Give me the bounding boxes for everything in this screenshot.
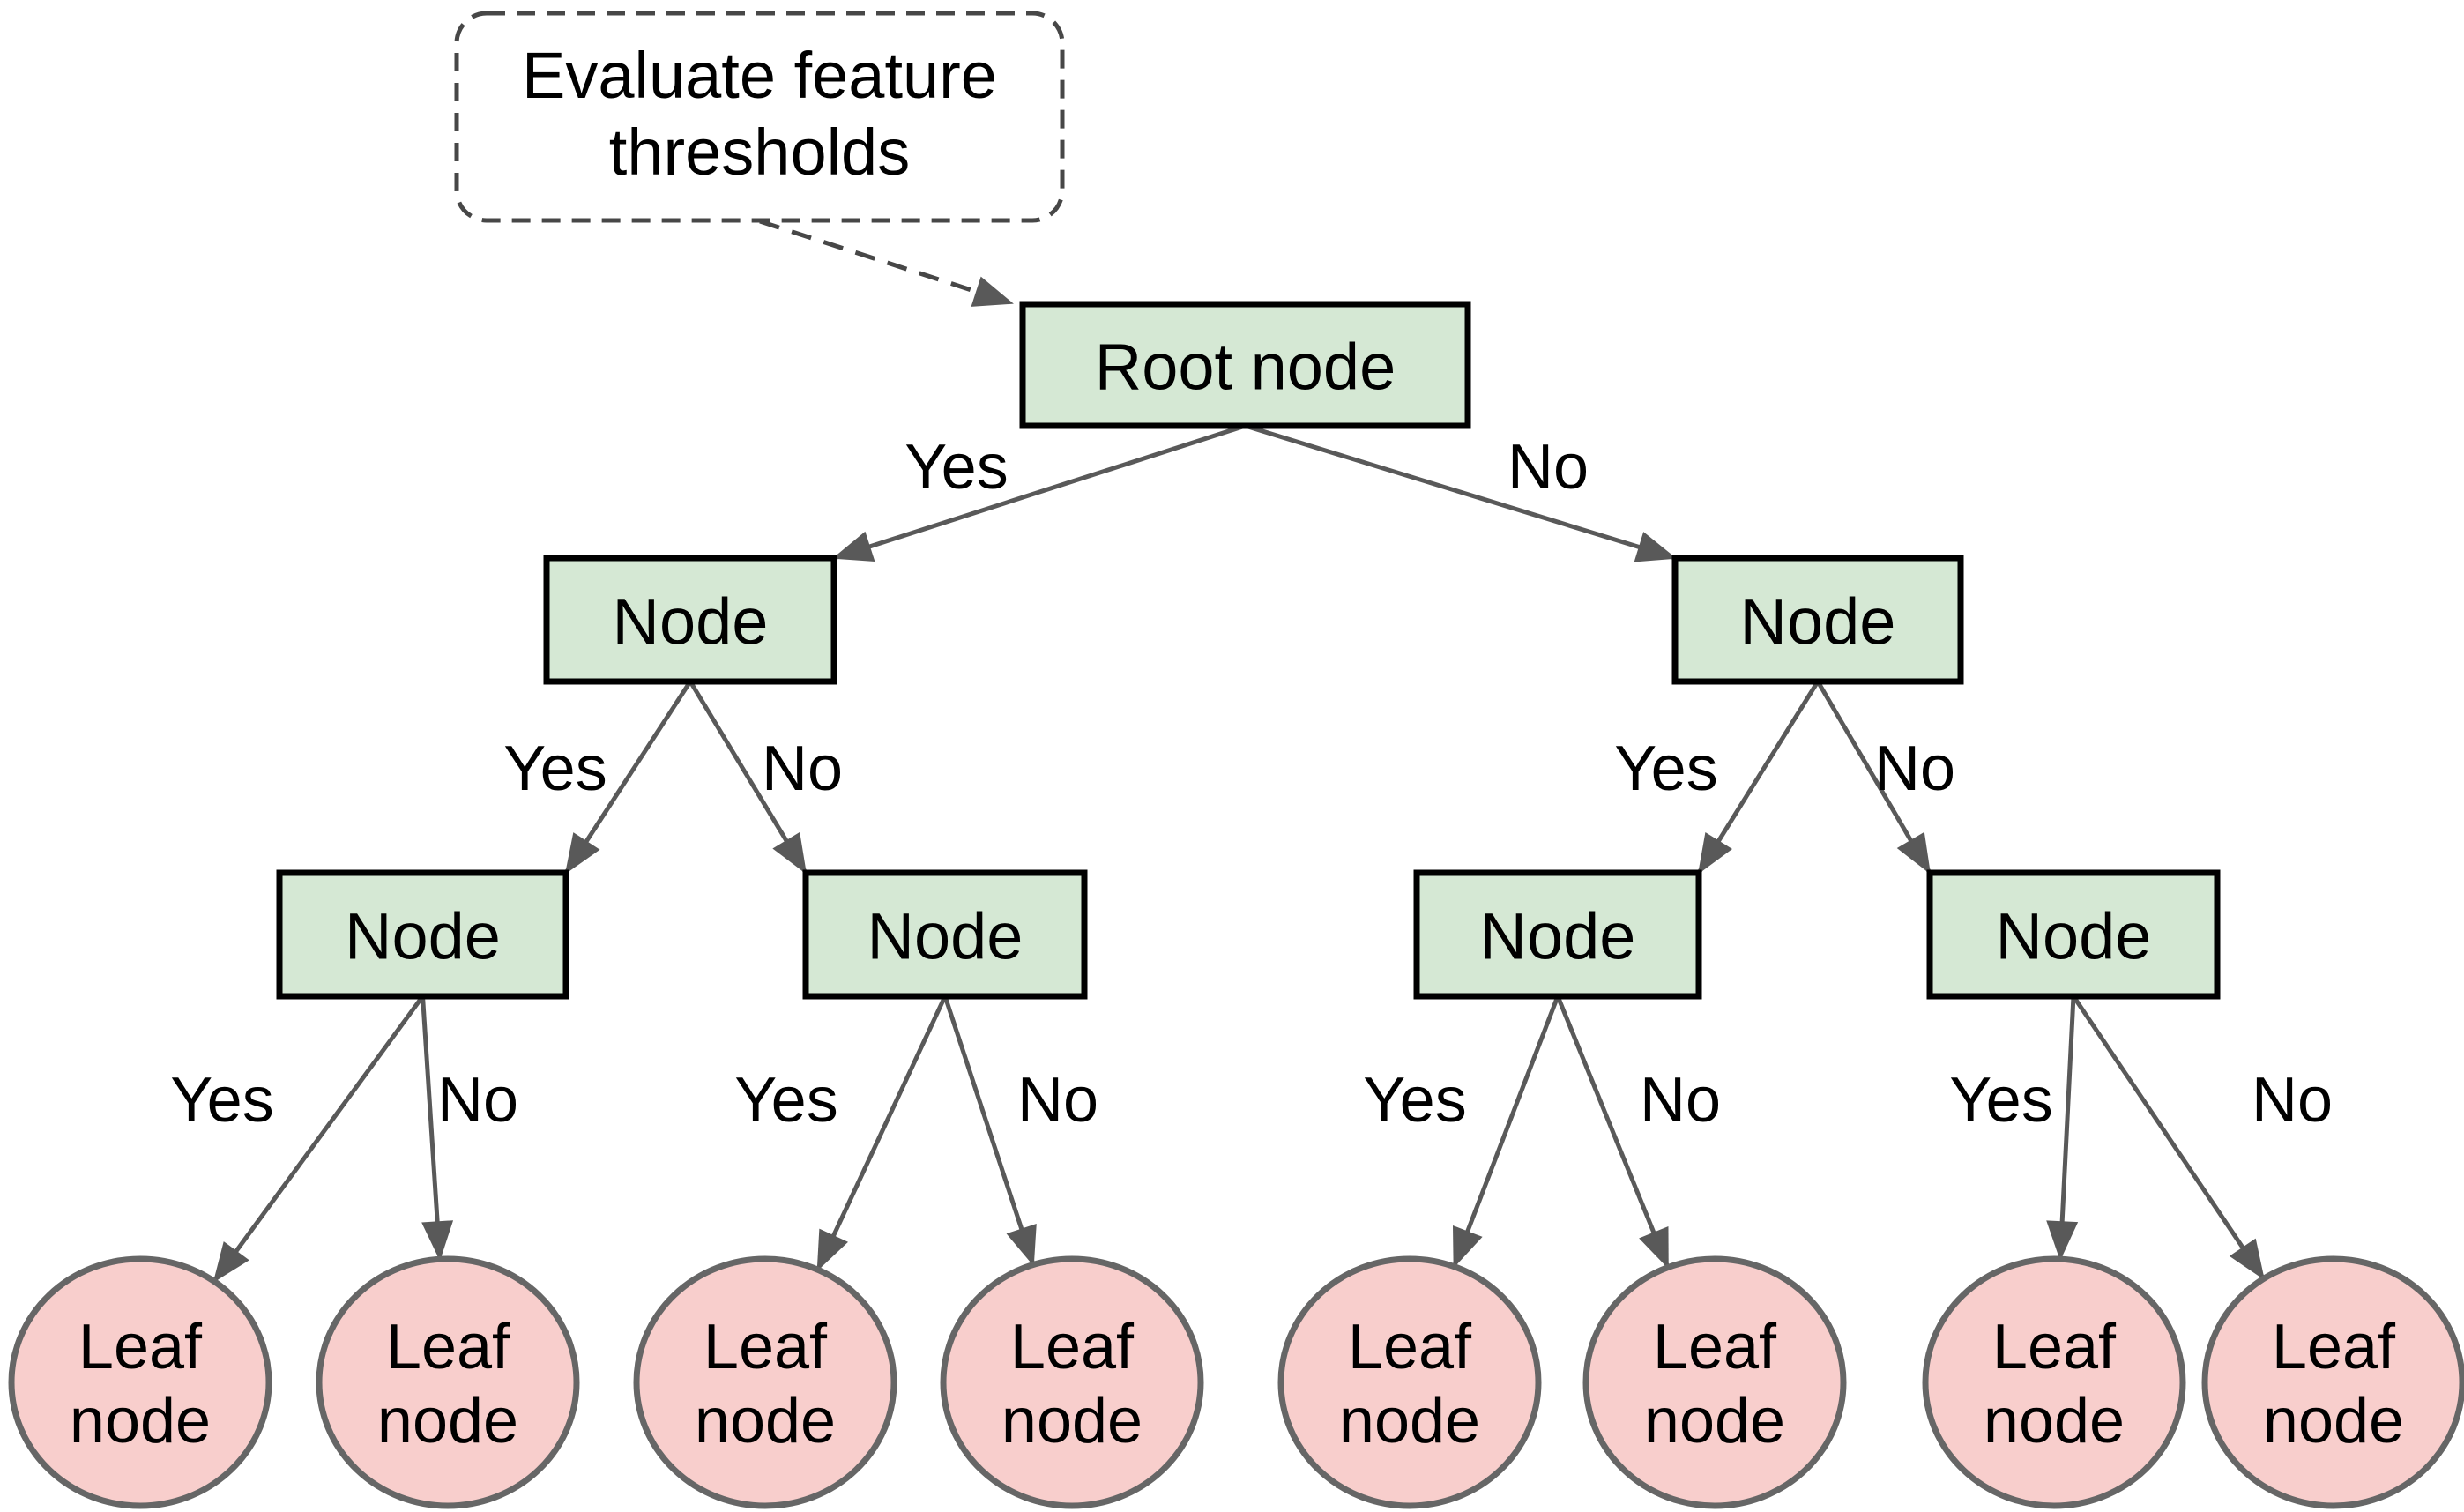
- leaf-label: node: [1644, 1386, 1785, 1456]
- node-label: Node: [1480, 900, 1636, 973]
- node-internal-n_rr: [1926, 869, 2221, 1000]
- edge-label-no: No: [437, 1065, 518, 1136]
- leaf-node-leaf3: [633, 1255, 897, 1509]
- leaf-node-leaf4: [940, 1255, 1204, 1509]
- callout-text: Evaluate feature: [522, 39, 997, 112]
- tree-edge-n_rl-leaf5: [1452, 995, 1560, 1269]
- tree-edge-n_r-n_rl: [1696, 680, 1820, 875]
- callout-text: thresholds: [609, 115, 910, 189]
- callout-tail-arrow: [759, 219, 1014, 307]
- tree-edge-n_rr-leaf8: [2071, 994, 2266, 1281]
- edge-label-no: No: [1017, 1065, 1098, 1136]
- leaf-label: node: [377, 1386, 518, 1456]
- leaf-label: node: [70, 1386, 211, 1456]
- edge-label-no: No: [1874, 734, 1955, 804]
- leaf-label: Leaf: [386, 1312, 510, 1382]
- tree-edge-n_rl-leaf6: [1555, 995, 1671, 1270]
- node-internal-n_lr: [802, 869, 1088, 1000]
- tree-edge-n_ll-leaf1: [212, 994, 425, 1284]
- leaf-node-leaf5: [1277, 1255, 1542, 1509]
- leaf-node-leaf6: [1582, 1255, 1847, 1509]
- leaf-label: Leaf: [2272, 1312, 2396, 1382]
- tree-edge-n_lr-leaf4: [942, 995, 1037, 1267]
- tree-edge-n_l-n_lr: [688, 680, 808, 875]
- node-internal-n_l: [543, 555, 837, 685]
- leaf-label: node: [2263, 1386, 2404, 1456]
- node-label: Node: [345, 900, 501, 973]
- leaf-label: Leaf: [1010, 1312, 1135, 1382]
- leaf-label: Leaf: [1348, 1312, 1472, 1382]
- node-label: Node: [1740, 585, 1896, 659]
- node-internal-n_r: [1671, 555, 1964, 685]
- edge-label-no: No: [1507, 432, 1589, 503]
- tree-edge-root-n_r: [1244, 423, 1677, 562]
- edge-label-yes: Yes: [1614, 734, 1717, 804]
- edge-label-yes: Yes: [904, 432, 1008, 503]
- edge-label-yes: Yes: [734, 1065, 837, 1136]
- tree-edge-n_ll-leaf2: [421, 995, 454, 1262]
- node-internal-n_rl: [1413, 869, 1702, 1000]
- leaf-label: node: [1984, 1386, 2125, 1456]
- leaf-node-leaf1: [8, 1255, 272, 1509]
- tree-edge-n_r-n_rr: [1815, 680, 1932, 875]
- leaf-label: node: [695, 1386, 836, 1456]
- edge-label-yes: Yes: [503, 734, 607, 804]
- edge-label-yes: Yes: [1363, 1065, 1466, 1136]
- callout-box: [454, 11, 1065, 223]
- edge-label-yes: Yes: [1949, 1065, 2052, 1136]
- edge-label-no: No: [2252, 1065, 2333, 1136]
- edge-label-no: No: [1640, 1065, 1721, 1136]
- tree-edge-n_rr-leaf7: [2046, 995, 2079, 1262]
- node-internal-n_ll: [276, 869, 569, 1000]
- leaf-label: node: [1339, 1386, 1480, 1456]
- tree-edge-n_lr-leaf3: [815, 994, 948, 1271]
- tree-edge-root-n_l: [832, 423, 1247, 562]
- node-label: Node: [1996, 900, 2152, 973]
- leaf-node-leaf8: [2201, 1255, 2464, 1509]
- leaf-node-leaf2: [316, 1255, 580, 1509]
- edge-label-yes: Yes: [170, 1065, 273, 1136]
- node-root: [1019, 301, 1471, 429]
- tree-edge-n_l-n_ll: [563, 680, 693, 875]
- node-label: Root node: [1095, 331, 1396, 404]
- leaf-label: Leaf: [78, 1312, 203, 1382]
- edge-label-no: No: [762, 734, 843, 804]
- leaf-label: Leaf: [703, 1312, 828, 1382]
- node-label: Node: [867, 900, 1024, 973]
- leaf-label: Leaf: [1653, 1312, 1777, 1382]
- leaf-label: Leaf: [1992, 1312, 2117, 1382]
- leaf-node-leaf7: [1922, 1255, 2186, 1509]
- node-label: Node: [613, 585, 769, 659]
- leaf-label: node: [1001, 1386, 1143, 1456]
